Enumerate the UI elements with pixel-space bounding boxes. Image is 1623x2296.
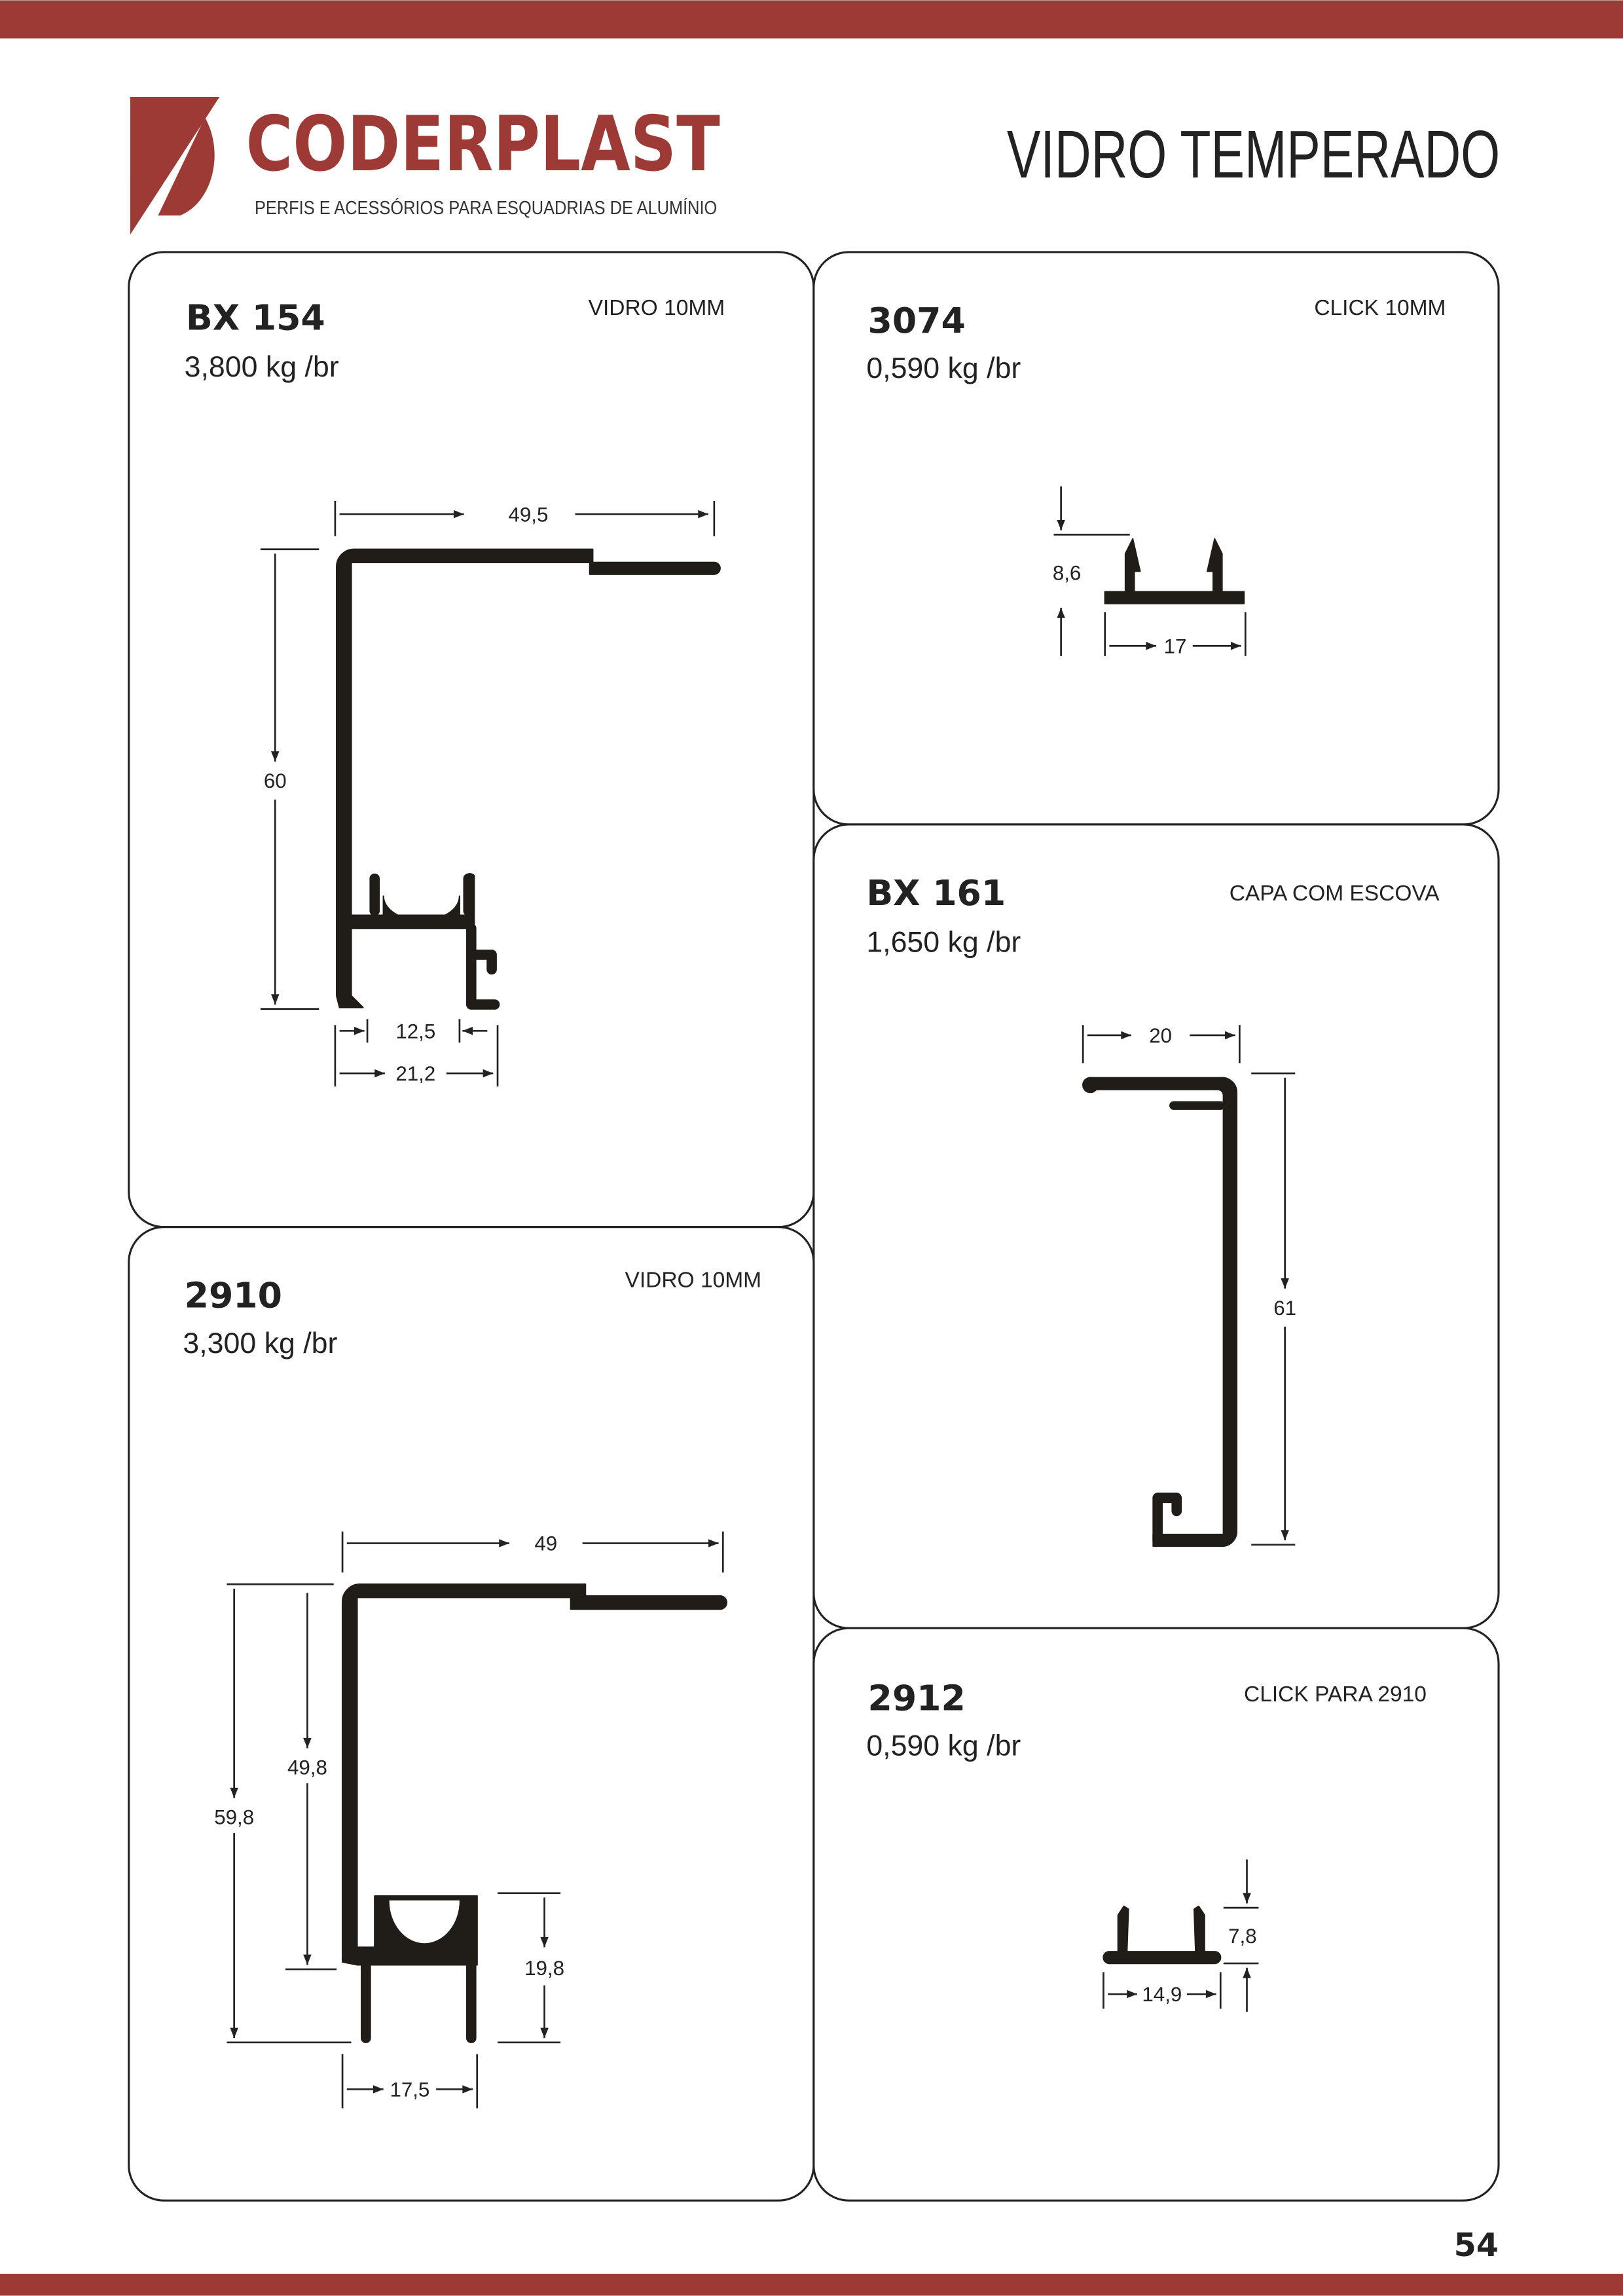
profile-3074: 3074 0,590 kg /br CLICK 10MM 8,6 17 [866,296,1446,657]
profile-weight: 3,300 kg /br [183,1327,337,1360]
top-bar [0,0,1623,39]
logo-name: CODERPLAST [246,100,720,189]
profile-code: 3074 [868,300,966,341]
profile-bx154: BX 154 3,800 kg /br VIDRO 10MM 49,5 60 1… [185,296,725,1087]
dim-outer: 21,2 [395,1062,435,1085]
dim-width: 14,9 [1142,1983,1182,2006]
profile-note: VIDRO 10MM [625,1268,761,1292]
profile-2910: 2910 3,300 kg /br VIDRO 10MM 49 59,8 49,… [183,1268,761,2109]
profile-note: CAPA COM ESCOVA [1230,881,1440,906]
dimension-lines: 49 59,8 49,8 19,8 17,5 [214,1531,724,2109]
panel-2912 [812,1627,1500,2202]
profile-code: 2912 [868,1677,966,1718]
dim-height: 7,8 [1228,1925,1257,1948]
dim-inner: 12,5 [395,1020,435,1043]
dim-height: 8,6 [1053,562,1082,585]
dim-width: 20 [1149,1024,1172,1047]
dimension-lines: 49,5 60 12,5 21,2 [260,500,716,1087]
panel-2910 [128,1226,815,2202]
coderplast-logo: CODERPLAST PERFIS E ACESSÓRIOS PARA ESQU… [130,97,720,235]
profile-drawing [1082,1077,1237,1547]
profile-code: 2910 [185,1275,282,1316]
profile-drawing [1104,538,1245,604]
dim-width: 17 [1164,635,1187,657]
page-number: 54 [1454,2226,1499,2264]
dimension-lines: 8,6 17 [1053,486,1247,657]
profile-weight: 3,800 kg /br [185,351,339,383]
profile-code: BX 154 [186,297,325,338]
profile-weight: 0,590 kg /br [866,352,1021,384]
profile-2912: 2912 0,590 kg /br CLICK PARA 2910 7,8 14… [866,1677,1427,2012]
profile-bx161: BX 161 1,650 kg /br CAPA COM ESCOVA 20 6… [866,872,1440,1547]
panel-bx154 [128,251,815,1229]
dim-base: 17,5 [390,2079,429,2102]
dimension-lines: 20 61 [1082,1024,1296,1546]
dim-height-upper: 49,8 [287,1756,327,1779]
dim-height: 60 [264,769,287,792]
dim-height: 61 [1273,1297,1296,1320]
page-title: VIDRO TEMPERADO [1007,117,1500,192]
logo-tagline: PERFIS E ACESSÓRIOS PARA ESQUADRIAS DE A… [255,197,717,219]
profile-weight: 0,590 kg /br [866,1730,1021,1762]
profile-drawing [336,548,721,1010]
profile-drawing [341,1583,727,2043]
profile-note: CLICK PARA 2910 [1244,1682,1427,1707]
profile-weight: 1,650 kg /br [866,926,1021,958]
dim-height-lower: 19,8 [524,1957,564,1980]
profile-note: CLICK 10MM [1314,296,1446,320]
dimension-lines: 7,8 14,9 [1103,1859,1259,2012]
dim-height-total: 59,8 [214,1806,254,1829]
dim-width: 49 [534,1532,557,1555]
profile-code: BX 161 [866,872,1006,914]
dim-width: 49,5 [509,503,549,526]
profile-drawing [1103,1905,1222,1965]
bottom-bar [0,2273,1623,2296]
profile-note: VIDRO 10MM [589,296,725,320]
